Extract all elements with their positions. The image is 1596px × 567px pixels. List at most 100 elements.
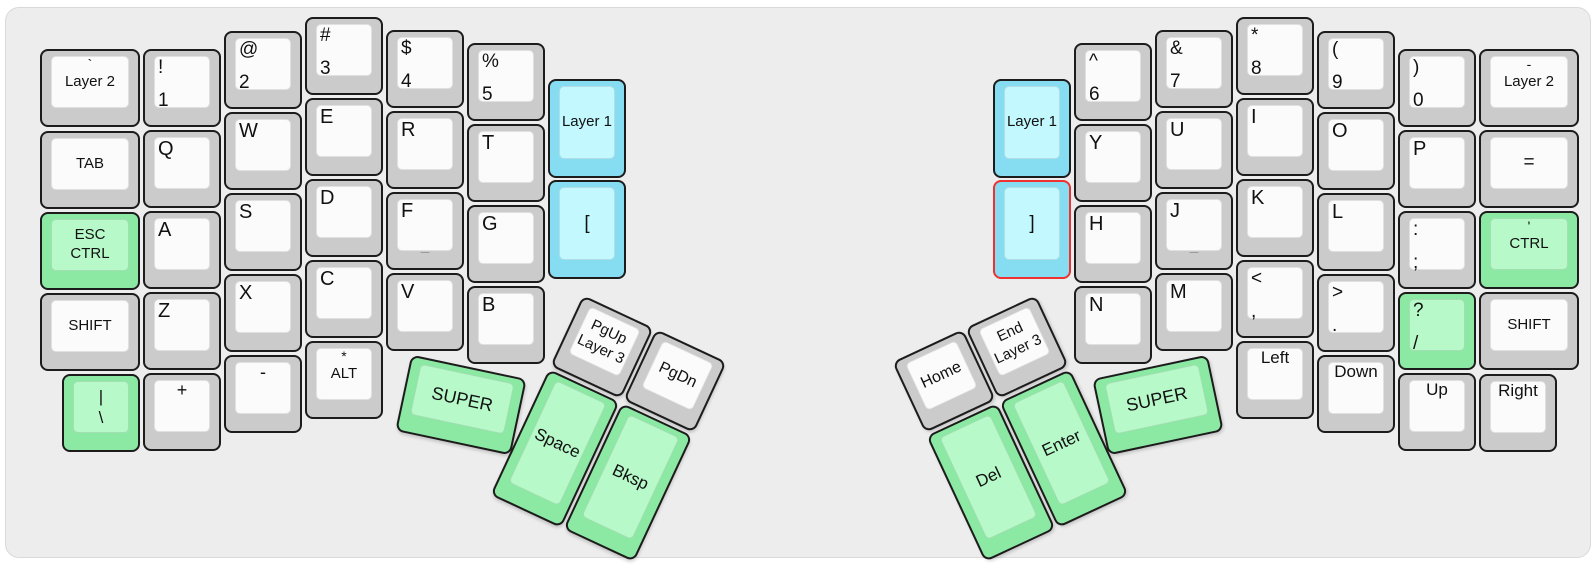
key-quote-ctrl[interactable]: 'CTRL: [1479, 211, 1579, 289]
key-label: PgDn: [656, 358, 700, 392]
keycap-surface: [154, 380, 210, 432]
key-label: C: [320, 268, 335, 290]
key-i[interactable]: I: [1236, 98, 1314, 176]
key-a[interactable]: A: [143, 211, 221, 289]
key-arrow-left[interactable]: Left: [1236, 341, 1314, 419]
keycap-surface: [1409, 137, 1465, 189]
key-tab[interactable]: TAB: [40, 131, 140, 209]
keycap-surface: [154, 218, 210, 270]
key-label: Layer 2: [1503, 72, 1555, 90]
keycap-surface: [73, 381, 129, 433]
key-lparen-9[interactable]: (9: [1317, 31, 1395, 109]
key-excl-1[interactable]: !1: [143, 49, 221, 127]
key-f[interactable]: F_: [386, 192, 464, 270]
keycap-surface: [235, 200, 291, 252]
key-label: 7: [1170, 71, 1181, 92]
keycap-surface: [1409, 380, 1465, 432]
key-arrow-down[interactable]: Down: [1317, 355, 1395, 433]
key-l[interactable]: L: [1317, 193, 1395, 271]
key-label: ^: [1089, 51, 1098, 72]
key-label: T: [482, 132, 495, 154]
key-label: D: [320, 187, 335, 209]
key-k[interactable]: K: [1236, 179, 1314, 257]
key-n[interactable]: N: [1074, 286, 1152, 364]
keycap-surface: [51, 219, 129, 271]
key-label: A: [158, 219, 172, 241]
key-lt-comma[interactable]: <,: [1236, 260, 1314, 338]
key-colon-semi[interactable]: :;: [1398, 211, 1476, 289]
key-minus-layer2[interactable]: -Layer 2: [1479, 49, 1579, 127]
key-dollar-4[interactable]: $4: [386, 30, 464, 108]
key-caret-6[interactable]: ^6: [1074, 43, 1152, 121]
key-r[interactable]: R: [386, 111, 464, 189]
key-label: E: [320, 106, 334, 128]
key-q[interactable]: Q: [143, 130, 221, 208]
key-hash-3[interactable]: #3: [305, 17, 383, 95]
key-label: X: [239, 282, 253, 304]
key-s[interactable]: S: [224, 193, 302, 271]
key-label: ): [1413, 57, 1420, 78]
key-label: =: [1523, 152, 1535, 174]
key-at-2[interactable]: @2: [224, 31, 302, 109]
key-label: $: [401, 38, 412, 59]
keycap-surface: [235, 281, 291, 333]
key-label: G: [482, 213, 498, 235]
keycap-surface: [1409, 56, 1465, 108]
key-e[interactable]: E: [305, 98, 383, 176]
key-layer1-right[interactable]: Layer 1: [993, 79, 1071, 178]
key-layer2-grave[interactable]: `Layer 2: [40, 49, 140, 127]
key-layer1-left[interactable]: Layer 1: [548, 79, 626, 178]
key-label: N: [1089, 294, 1104, 316]
key-rparen-0[interactable]: )0: [1398, 49, 1476, 127]
key-pipe-backslash[interactable]: | \: [62, 374, 140, 452]
key-gt-period[interactable]: >.: [1317, 274, 1395, 352]
key-lbracket[interactable]: [: [548, 180, 626, 279]
key-label: Y: [1089, 132, 1103, 154]
key-d[interactable]: D: [305, 179, 383, 257]
key-shift-right[interactable]: SHIFT: [1479, 292, 1579, 370]
key-label: W: [239, 120, 258, 142]
key-v[interactable]: V: [386, 273, 464, 351]
key-pct-5[interactable]: %5: [467, 43, 545, 121]
key-minus[interactable]: -: [224, 355, 302, 433]
key-arrow-right[interactable]: Right: [1479, 374, 1557, 452]
key-z[interactable]: Z: [143, 292, 221, 370]
key-arrow-up[interactable]: Up: [1398, 373, 1476, 451]
key-star-8[interactable]: *8: [1236, 17, 1314, 95]
key-u[interactable]: U: [1155, 111, 1233, 189]
key-esc-ctrl[interactable]: ESC CTRL: [40, 212, 140, 290]
key-j[interactable]: J_: [1155, 192, 1233, 270]
key-c[interactable]: C: [305, 260, 383, 338]
key-super-left[interactable]: SUPER: [395, 354, 527, 456]
key-rbracket[interactable]: ]: [993, 180, 1071, 279]
key-g[interactable]: G: [467, 205, 545, 283]
key-b[interactable]: B: [467, 286, 545, 364]
key-equals[interactable]: =: [1479, 130, 1579, 208]
key-label: (: [1332, 39, 1339, 60]
key-label: Layer 1: [1006, 113, 1058, 131]
key-amp-7[interactable]: &7: [1155, 30, 1233, 108]
key-star-alt[interactable]: *ALT: [305, 341, 383, 419]
keycap-surface: [397, 37, 453, 89]
key-o[interactable]: O: [1317, 112, 1395, 190]
key-label: 2: [239, 72, 250, 93]
key-label: PgUp Layer 3: [574, 316, 630, 368]
key-w[interactable]: W: [224, 112, 302, 190]
key-x[interactable]: X: [224, 274, 302, 352]
key-label: -: [260, 362, 266, 382]
key-super-right[interactable]: SUPER: [1092, 354, 1224, 456]
key-m[interactable]: M: [1155, 273, 1233, 351]
key-label: L: [1332, 201, 1344, 223]
key-t[interactable]: T: [467, 124, 545, 202]
key-h[interactable]: H: [1074, 205, 1152, 283]
key-label: !: [158, 57, 164, 78]
key-y[interactable]: Y: [1074, 124, 1152, 202]
key-p[interactable]: P: [1398, 130, 1476, 208]
key-label: 3: [320, 58, 331, 79]
key-plus[interactable]: +: [143, 373, 221, 451]
key-qmark-slash[interactable]: ?/: [1398, 292, 1476, 370]
key-label: ?: [1413, 300, 1424, 321]
key-label: &: [1170, 38, 1183, 59]
key-shift-left[interactable]: SHIFT: [40, 293, 140, 371]
